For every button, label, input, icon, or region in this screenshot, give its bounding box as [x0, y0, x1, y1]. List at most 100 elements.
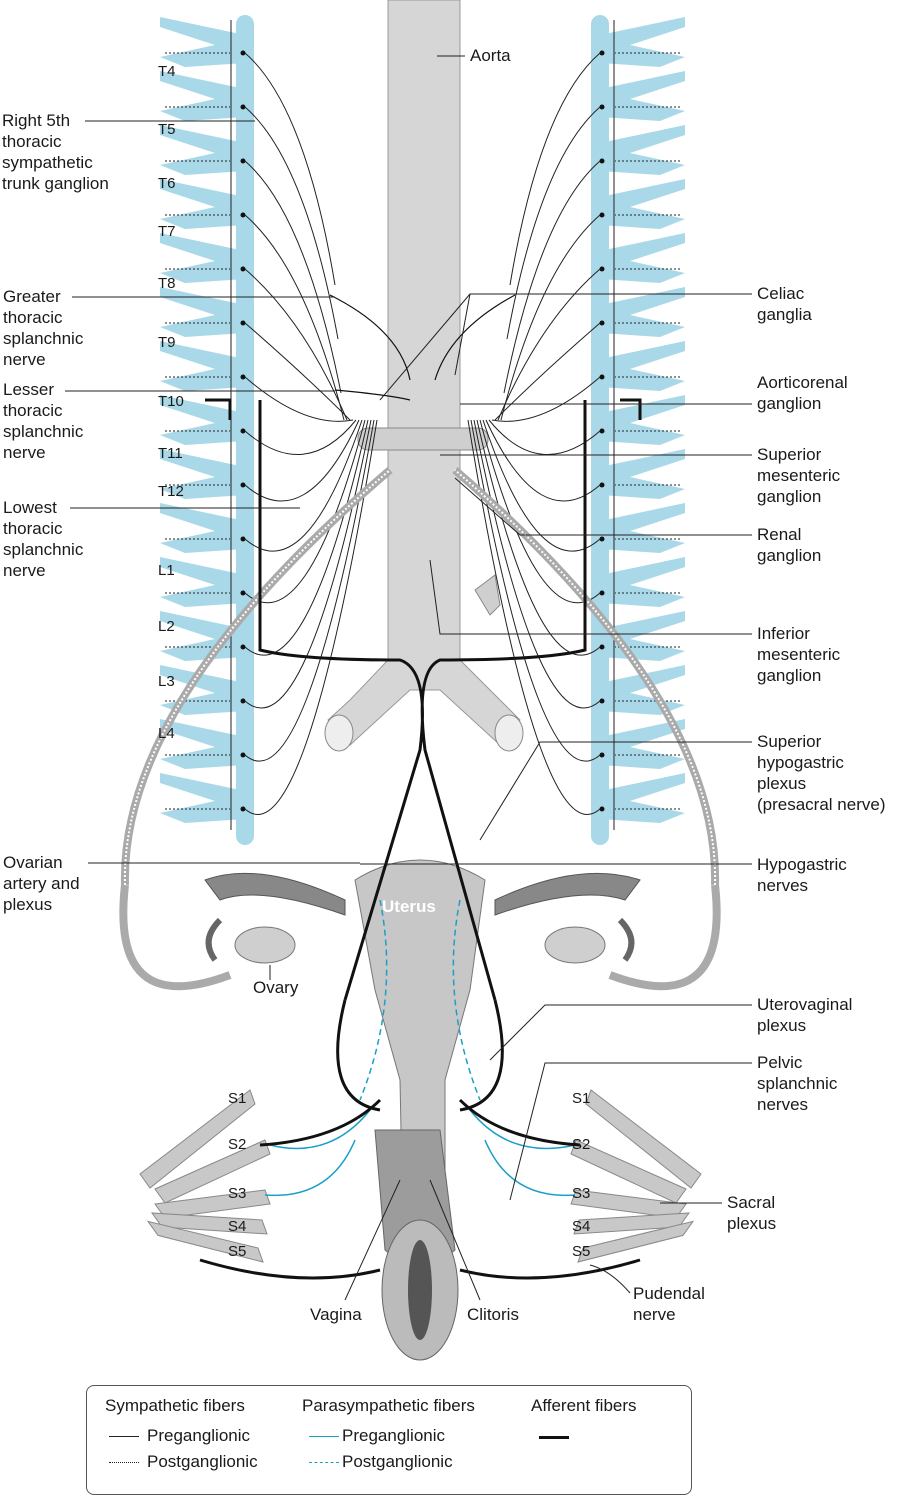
- trunk-ganglion: [160, 503, 245, 553]
- synapse-dot: [240, 158, 246, 164]
- trunk-ganglion: [600, 71, 685, 121]
- sacral-label-s4-left: S4: [228, 1218, 247, 1235]
- trunk-ganglion: [160, 233, 245, 283]
- sacral-root-right: [585, 1089, 702, 1189]
- trunk-ganglion: [600, 503, 685, 553]
- trunk-ganglion: [600, 395, 685, 445]
- synapse-dot: [240, 104, 246, 110]
- synapse-dot: [240, 806, 246, 812]
- legend-para-post: Postganglionic: [342, 1452, 453, 1471]
- label-lowest-splanchnic: Lowest thoracic splanchnic nerve: [3, 498, 84, 580]
- label-hypogastric: Hypogastric nerves: [757, 855, 847, 895]
- trunk-ganglion: [160, 557, 245, 607]
- segment-label-t5: T5: [158, 121, 176, 138]
- legend-parasympathetic-title: Parasympathetic fibers: [302, 1396, 475, 1415]
- sacral-label-s5-right: S5: [572, 1243, 591, 1260]
- legend-sympathetic-title: Sympathetic fibers: [105, 1396, 245, 1415]
- synapse-dot: [599, 428, 605, 434]
- trunk-ganglion: [600, 773, 685, 823]
- sacral-label-s1-right: S1: [572, 1090, 591, 1107]
- synapse-dot: [240, 644, 246, 650]
- synapse-dot: [240, 374, 246, 380]
- nerve-fibers: [119, 294, 721, 1280]
- trunk-ganglion: [600, 341, 685, 391]
- synapse-dot: [240, 428, 246, 434]
- trunk-ganglion: [160, 611, 245, 661]
- label-clitoris: Clitoris: [467, 1305, 519, 1324]
- label-renal: Renal ganglion: [757, 525, 822, 565]
- aorta-shape: [324, 0, 524, 752]
- segment-label-t11: T11: [158, 445, 183, 462]
- synapse-dot: [599, 104, 605, 110]
- synapse-dot: [240, 536, 246, 542]
- trunk-ganglion: [160, 17, 245, 67]
- legend-symp-pre-swatch: [109, 1436, 139, 1437]
- legend: Sympathetic fibers Preganglionic Postgan…: [86, 1385, 692, 1495]
- synapse-dot: [599, 482, 605, 488]
- trunk-ganglion: [600, 233, 685, 283]
- synapse-dot: [240, 320, 246, 326]
- synapse-dot: [599, 806, 605, 812]
- synapse-dot: [599, 590, 605, 596]
- label-aorta: Aorta: [470, 46, 511, 65]
- legend-para-pre-swatch: [309, 1436, 339, 1437]
- segment-label-t9: T9: [158, 334, 176, 351]
- sacral-label-s4-right: S4: [572, 1218, 591, 1235]
- synapse-dot: [240, 590, 246, 596]
- synapse-dot: [599, 374, 605, 380]
- trunk-ganglion: [600, 287, 685, 337]
- label-celiac: Celiac ganglia: [757, 284, 812, 324]
- label-uterovaginal: Uterovaginal plexus: [757, 995, 853, 1035]
- segment-label-t12: T12: [158, 483, 184, 500]
- segment-label-t4: T4: [158, 63, 176, 80]
- trunk-ganglion: [600, 179, 685, 229]
- trunk-ganglion: [160, 395, 245, 445]
- trunk-ganglion: [160, 341, 245, 391]
- legend-symp-post-swatch: [109, 1462, 139, 1463]
- segment-label-t6: T6: [158, 175, 176, 192]
- trunk-ganglion: [160, 179, 245, 229]
- legend-afferent-title: Afferent fibers: [531, 1396, 637, 1415]
- synapse-dot: [599, 50, 605, 56]
- trunk-ganglion: [600, 125, 685, 175]
- legend-afferent-swatch: [539, 1436, 569, 1439]
- legend-symp-post: Postganglionic: [147, 1452, 258, 1471]
- sacral-plexus-shapes: [139, 1089, 702, 1263]
- segment-label-l2: L2: [158, 618, 175, 635]
- synapse-dot: [240, 212, 246, 218]
- legend-para-pre: Preganglionic: [342, 1426, 446, 1445]
- trunk-ganglion: [160, 287, 245, 337]
- label-ovarian-artery: Ovarian artery and plexus: [3, 853, 80, 914]
- sympathetic-trunks: [160, 15, 685, 845]
- sacral-root-left: [146, 1220, 264, 1263]
- segment-label-t8: T8: [158, 275, 176, 292]
- sacral-label-s5-left: S5: [228, 1243, 247, 1260]
- segment-label-t7: T7: [158, 223, 176, 240]
- synapse-dot: [599, 752, 605, 758]
- label-aorticorenal: Aorticorenal ganglion: [757, 373, 848, 413]
- label-uterus: Uterus: [382, 897, 436, 916]
- legend-para-post-swatch: [309, 1462, 339, 1463]
- segment-label-l3: L3: [158, 673, 175, 690]
- label-superior-hypogastric: Superior hypogastric plexus (presacral n…: [757, 732, 886, 814]
- trunk-ganglion: [600, 557, 685, 607]
- trunk-ganglion: [160, 773, 245, 823]
- label-pelvic-splanchnic: Pelvic splanchnic nerves: [757, 1053, 838, 1114]
- synapse-dot: [240, 482, 246, 488]
- label-greater-splanchnic: Greater thoracic splanchnic nerve: [3, 287, 84, 369]
- sacral-label-s2-left: S2: [228, 1136, 247, 1153]
- trunk-ganglion: [600, 449, 685, 499]
- label-inferior-mesenteric: Inferior mesenteric ganglion: [757, 624, 841, 685]
- synapse-dot: [240, 266, 246, 272]
- trunk-ganglion: [160, 71, 245, 121]
- sacral-label-s1-left: S1: [228, 1090, 247, 1107]
- synapse-dot: [599, 158, 605, 164]
- label-pudendal: Pudendal nerve: [633, 1284, 705, 1324]
- synapse-dot: [599, 644, 605, 650]
- synapse-dot: [599, 266, 605, 272]
- label-right-5th-thoracic-ganglion: Right 5th thoracic sympathetic trunk gan…: [2, 111, 109, 193]
- segment-label-l4: L4: [158, 725, 175, 742]
- label-sacral-plexus: Sacral plexus: [727, 1193, 777, 1233]
